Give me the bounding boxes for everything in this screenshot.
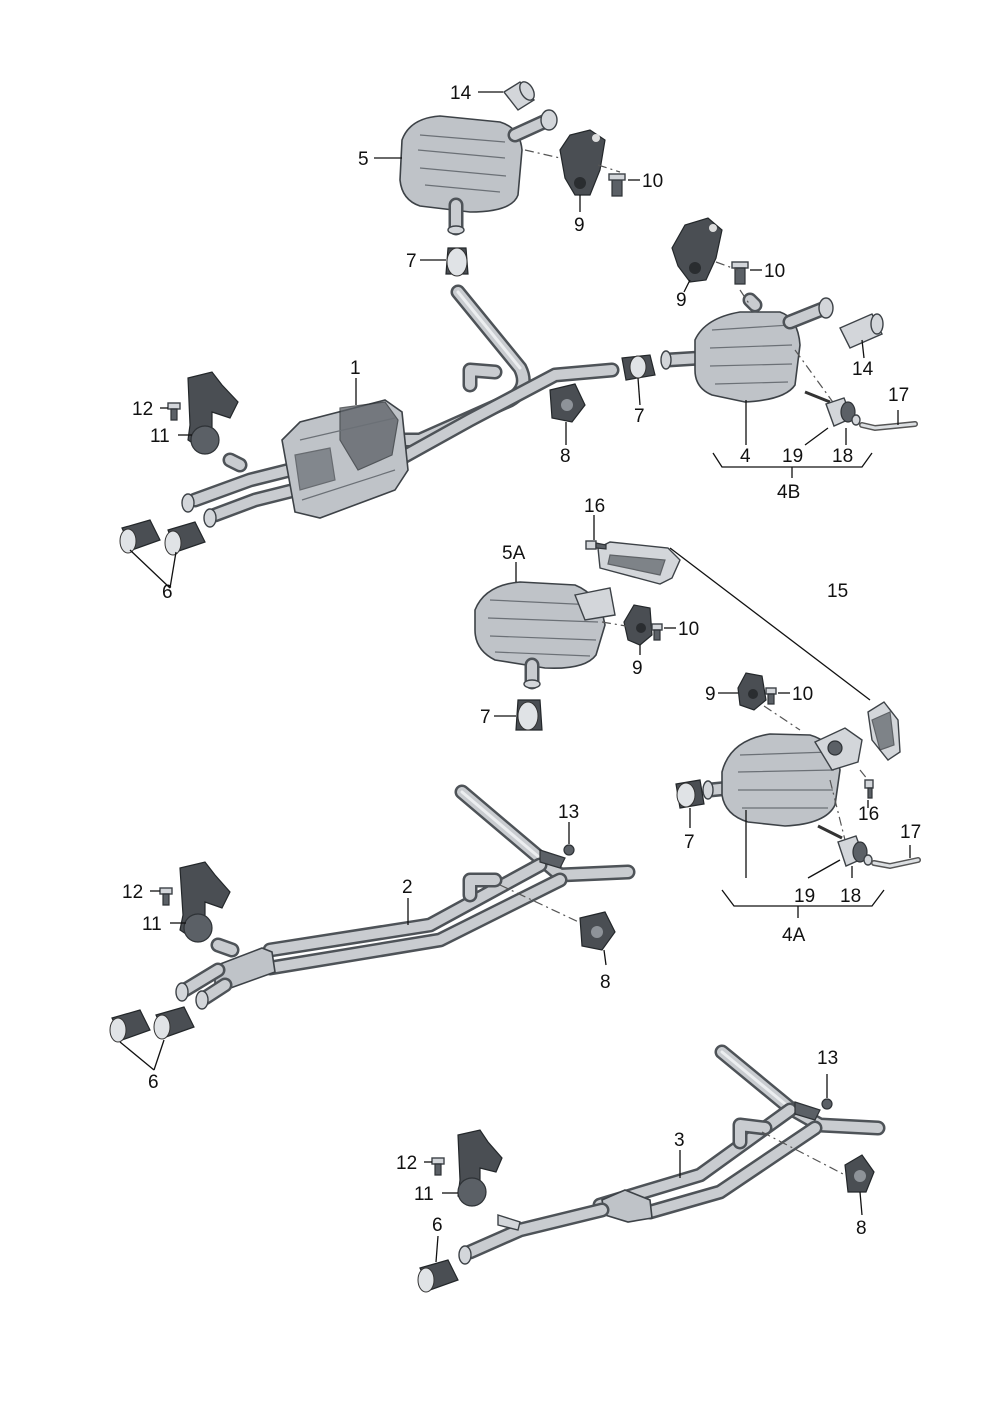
clamp-7-right [621, 354, 656, 381]
bracket-11-top [187, 371, 239, 455]
bracket-11-bottom [457, 1129, 503, 1207]
label-13-middle: 13 [558, 802, 579, 823]
hanger-9-5A [623, 604, 653, 646]
cable-17-top [859, 421, 918, 432]
label-6-bottom: 6 [432, 1215, 443, 1236]
hanger-9-4A [737, 672, 767, 711]
pipe-2 [175, 784, 636, 1010]
tailpipe-trim-14-right [839, 313, 884, 349]
label-8-bottom: 8 [856, 1218, 867, 1239]
hanger-9-top [559, 129, 606, 196]
screw-16-right [864, 779, 874, 799]
rear-silencer-4 [660, 292, 834, 403]
label-9-right: 9 [676, 290, 687, 311]
clamps-6-middle [109, 1006, 195, 1043]
bolt-12-bottom [431, 1157, 445, 1176]
label-10-4A: 10 [792, 684, 813, 705]
leader-lines [119, 91, 911, 1263]
label-18-top: 18 [832, 446, 853, 467]
label-7-right: 7 [634, 406, 645, 427]
label-9-top: 9 [574, 215, 585, 236]
actuator-19-bottom [817, 824, 873, 867]
screw-16-top [585, 540, 607, 550]
label-17-bottom: 17 [900, 822, 921, 843]
rubber-mount-8-middle [579, 911, 616, 951]
label-5: 5 [358, 149, 369, 170]
label-12-bottom: 12 [396, 1153, 417, 1174]
label-11-middle: 11 [142, 914, 162, 935]
label-4-top: 4 [740, 446, 751, 467]
tailpipe-trim-14-top [502, 81, 536, 111]
label-10-top: 10 [642, 171, 663, 192]
nut-13-bottom [821, 1098, 833, 1110]
bolt-10-right [731, 261, 749, 285]
label-8-top: 8 [560, 446, 571, 467]
label-7-top: 7 [406, 251, 417, 272]
label-17-top: 17 [888, 385, 909, 406]
label-10-right: 10 [764, 261, 785, 282]
label-4B: 4B [777, 482, 800, 503]
clamp-6-bottom [417, 1259, 459, 1293]
clamp-7-top [445, 247, 469, 277]
label-11-top: 11 [150, 426, 170, 447]
label-14-right: 14 [852, 359, 874, 380]
middle-silencer-1 [222, 399, 409, 519]
label-7-5A: 7 [480, 707, 491, 728]
label-11-bottom: 11 [414, 1184, 434, 1205]
actuator-19-top [804, 390, 861, 427]
rear-silencer-4A [702, 727, 863, 827]
rubber-mount-8-bottom [844, 1154, 875, 1193]
label-4A: 4A [782, 925, 806, 946]
label-13-bottom: 13 [817, 1048, 838, 1069]
hanger-9-right [671, 217, 723, 283]
label-6-top: 6 [162, 582, 173, 603]
clamp-7-4A [675, 779, 705, 809]
label-16-top: 16 [584, 496, 605, 517]
leader-15 [669, 547, 871, 701]
bolt-12-middle [159, 887, 173, 906]
label-9-5A: 9 [632, 658, 643, 679]
clamps-6-top [119, 519, 206, 556]
bolt-10-4A [765, 687, 777, 705]
rear-silencer-5 [399, 109, 558, 236]
label-8-middle: 8 [600, 972, 611, 993]
label-5A: 5A [502, 543, 526, 564]
label-14-top: 14 [450, 83, 472, 104]
label-9-4A: 9 [705, 684, 716, 705]
trim-15-top [597, 541, 681, 585]
cable-17-bottom [871, 857, 921, 870]
bracket-11-middle [179, 861, 231, 943]
pipe-3 [458, 1044, 886, 1265]
rear-silencer-5A [474, 581, 616, 690]
label-19-top: 19 [782, 446, 803, 467]
bolt-12-top [167, 402, 181, 421]
label-2: 2 [402, 877, 413, 898]
rubber-mount-8-top [549, 383, 586, 423]
trim-15-right [867, 701, 901, 761]
label-7-4A: 7 [684, 832, 695, 853]
label-6-middle: 6 [148, 1072, 159, 1093]
bolt-10-top [608, 173, 626, 197]
label-15: 15 [827, 581, 848, 602]
label-10-5A: 10 [678, 619, 699, 640]
clamp-7-5A [515, 699, 543, 731]
bolt-10-5A [651, 623, 663, 641]
nut-13-middle [563, 844, 575, 856]
part-number-labels: 14 5 10 9 7 1 10 9 14 7 17 12 11 8 4 19 … [122, 83, 921, 1239]
label-19-bottom: 19 [794, 886, 815, 907]
label-1: 1 [350, 358, 361, 379]
label-3: 3 [674, 1130, 685, 1151]
label-18-bottom: 18 [840, 886, 861, 907]
pipe-1 [181, 284, 620, 528]
label-12-top: 12 [132, 399, 153, 420]
label-16-right: 16 [858, 804, 879, 825]
label-12-middle: 12 [122, 882, 143, 903]
